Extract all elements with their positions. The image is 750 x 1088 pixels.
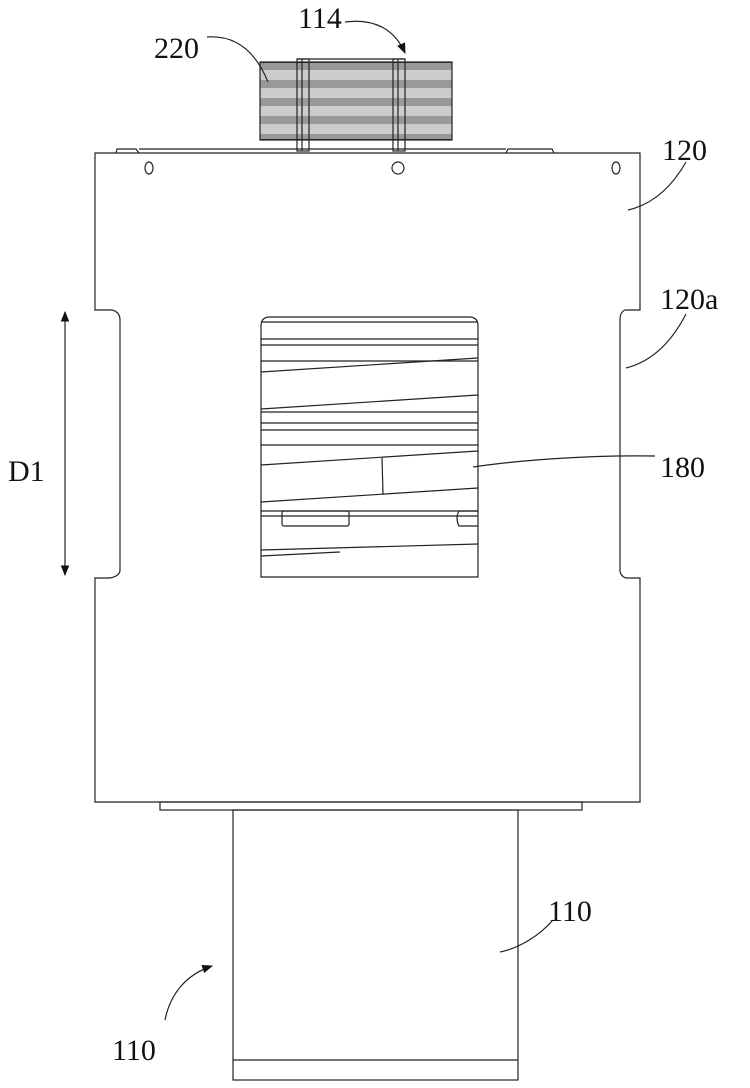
label-120a: 120a [660, 283, 718, 316]
leader-114 [344, 20, 406, 54]
leader-180 [472, 455, 656, 468]
label-180: 180 [660, 451, 705, 484]
label-120: 120 [662, 134, 707, 167]
core-180 [260, 316, 479, 578]
flange [159, 801, 583, 811]
top-plate [115, 148, 555, 154]
label-114: 114 [298, 2, 342, 35]
heatsink-outline [259, 61, 453, 141]
mount-hole [144, 161, 154, 175]
leader-220 [206, 36, 269, 83]
housing-120 [94, 152, 641, 803]
leader-110-right [499, 919, 554, 953]
leader-120a [625, 313, 687, 369]
base-110 [232, 809, 519, 1081]
leader-110-left [164, 964, 214, 1021]
leader-120 [627, 161, 687, 211]
mount-hole [611, 161, 621, 175]
label-110-right: 110 [548, 895, 592, 928]
strap-114 [296, 58, 406, 152]
label-220: 220 [154, 32, 199, 65]
label-d1: D1 [8, 455, 45, 488]
mount-hole [391, 161, 405, 175]
label-110-left: 110 [112, 1034, 156, 1067]
heatsink-fins [260, 62, 452, 140]
